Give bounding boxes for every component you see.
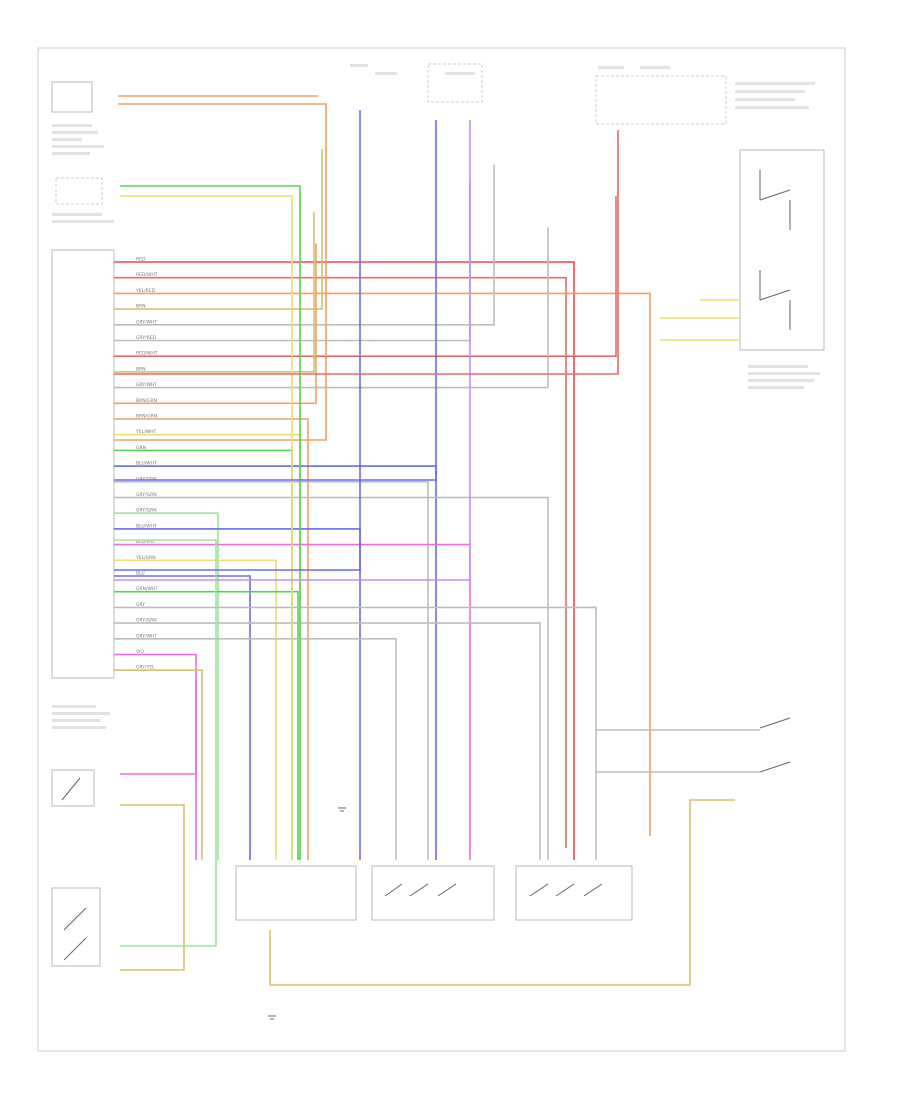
wire-26: [114, 653, 197, 860]
wire-12: [114, 433, 301, 860]
wire-label-27: GRY/YEL: [136, 665, 155, 671]
harness-run-13: [114, 120, 471, 581]
wire-9: [114, 227, 549, 389]
harness-run-4: [120, 680, 197, 775]
switch-contacts-lower-left: [61, 777, 87, 961]
control-module-label: [52, 705, 110, 729]
relay-contacts: [759, 170, 791, 330]
wire-label-11: BRN/GRN: [136, 414, 157, 420]
relay-block: [739, 149, 825, 351]
harness-run-10: [120, 195, 293, 860]
top-center-components: [350, 63, 815, 125]
wires: RED RED/WHT YEL/RED BRN GRY/WHT GRY/RED RED/WH…: [114, 95, 760, 986]
wire-label-22: GRN/WHT: [136, 586, 158, 592]
wire-label-17: GRY/GRN: [136, 508, 157, 514]
switch-lower-left-a: [51, 769, 95, 807]
wire-label-2: RED/WHT: [136, 272, 158, 278]
harness-run-14: [114, 130, 619, 375]
switch-box-mid: [371, 865, 495, 921]
wire-22: [114, 590, 299, 860]
wire-label-3: YEL/RED: [135, 288, 156, 294]
wire-16: [114, 496, 549, 860]
wire-8: [114, 211, 315, 373]
wire-label-7: RED/WHT: [136, 351, 158, 357]
component-box: [55, 177, 103, 205]
control-module: [51, 249, 115, 679]
wire-label-16: GRY/GRN: [136, 492, 157, 498]
switch-box-left: [235, 865, 357, 921]
wire-label-18: BLU/WHT: [136, 523, 157, 529]
ground-icon: [268, 807, 346, 1020]
wire-label-8: BRN: [136, 366, 146, 372]
wire-label-10: BRN/GRN: [136, 398, 157, 404]
harness-run-1: [269, 799, 735, 986]
wire-20: [114, 559, 277, 860]
wire-label-9: GRY/WHT: [136, 382, 157, 388]
wire-label-21: BLU: [136, 571, 145, 577]
wire-4: [114, 149, 323, 310]
switch-lower-left-b: [51, 887, 101, 967]
harness-run-6: [596, 729, 760, 773]
diagram-frame: [37, 47, 846, 1052]
harness-run-7: [114, 103, 327, 441]
component-label-lines: [52, 124, 114, 223]
wire-label-20: YEL/GRN: [135, 555, 156, 561]
door-contact-switches: [759, 717, 791, 773]
switch-contacts: [384, 883, 603, 897]
wire-15: [114, 481, 429, 860]
harness-run-11: [114, 110, 361, 571]
wire-14: [114, 465, 437, 860]
wire-11: [114, 418, 309, 860]
wire-10: [114, 243, 317, 405]
harness-run-9: [120, 185, 301, 860]
wire-label-5: GRY/WHT: [136, 319, 157, 325]
wire-label-1: RED: [136, 257, 146, 263]
wire-24: [114, 622, 541, 860]
wire-21: [114, 575, 251, 860]
harness-run-2: [120, 804, 185, 971]
wire-17: [114, 512, 219, 860]
wire-label-14: BLU/WHT: [136, 461, 157, 467]
wire-23: [114, 606, 597, 860]
wire-label-23: GRY: [136, 602, 145, 608]
wire-27: [114, 669, 203, 860]
wire-label-24: GRY/GRN: [136, 618, 157, 624]
relay-label: [748, 365, 820, 389]
harness-run-5: [660, 299, 740, 341]
wire-label-6: GRY/RED: [136, 335, 157, 341]
wire-label-4: BRN: [136, 304, 146, 310]
wire-18: [114, 528, 361, 860]
component-box: [51, 81, 93, 113]
harness-run-12: [114, 120, 437, 481]
wire-2: [114, 276, 567, 848]
wire-7: [114, 196, 617, 357]
wire-label-19: BLU/VIO: [136, 539, 155, 545]
wire-label-13: GRN: [136, 445, 146, 451]
wire-25: [114, 638, 397, 860]
harness-run-3: [114, 539, 217, 947]
wire-1: [114, 261, 575, 860]
wire-label-12: YEL/WHT: [135, 429, 156, 435]
wire-label-25: GRY/WHT: [136, 633, 157, 639]
wire-label-26: VIO: [136, 649, 144, 655]
switch-box-right: [515, 865, 633, 921]
wire-5: [114, 164, 495, 326]
